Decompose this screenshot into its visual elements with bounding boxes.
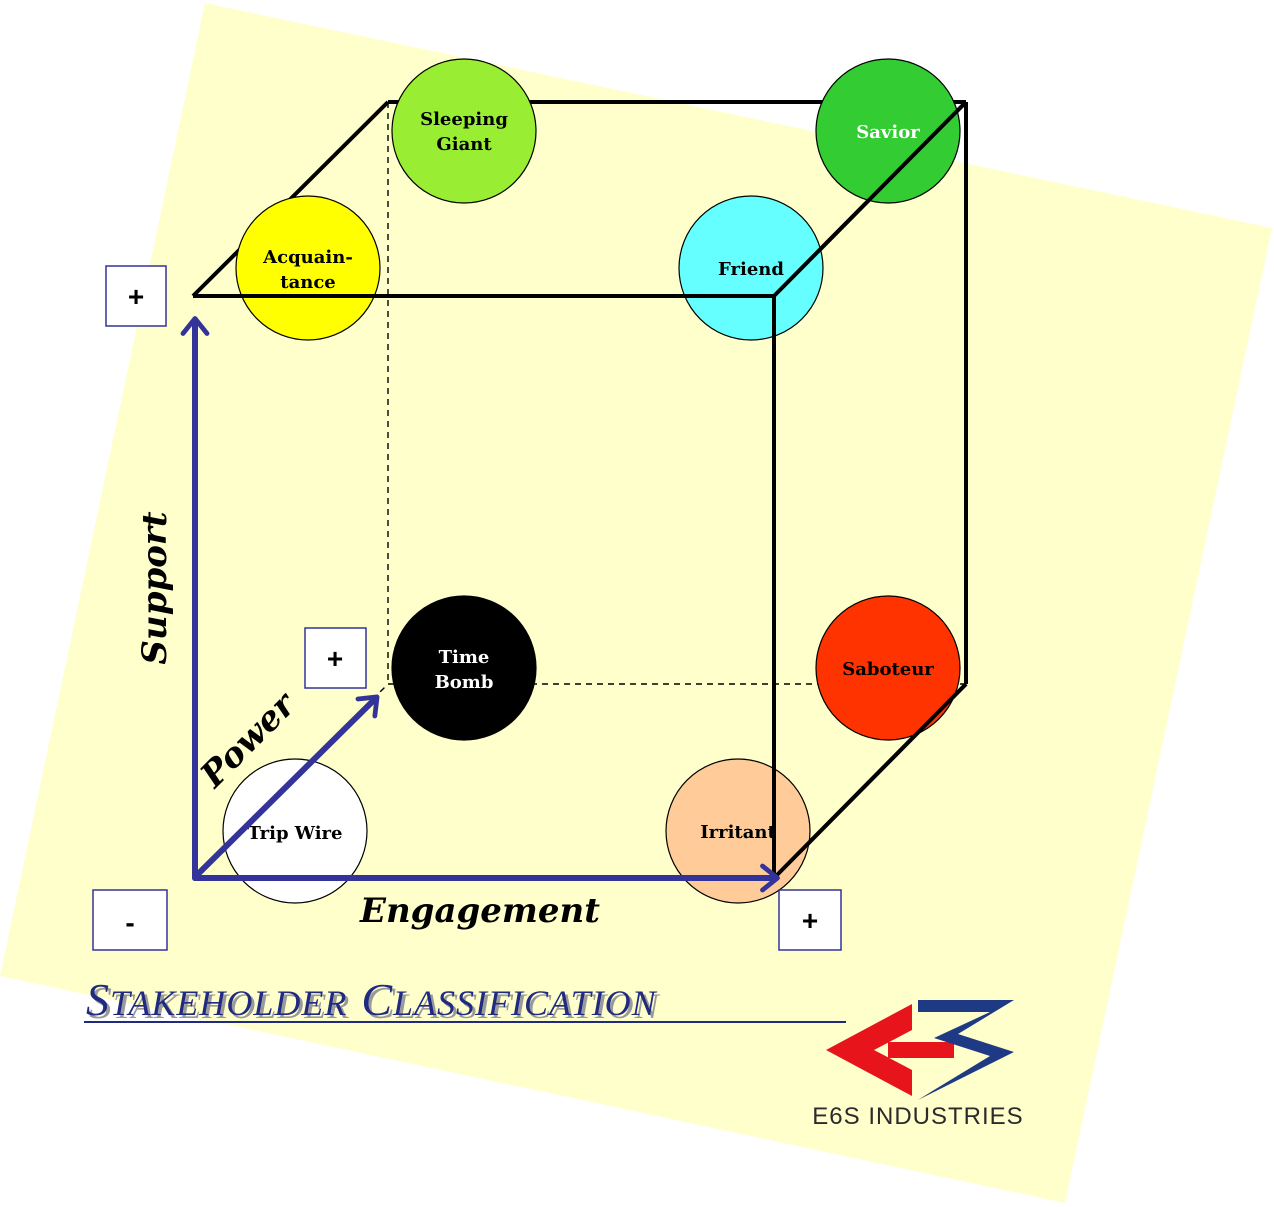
sleeping-giant-label-line1: Sleeping [420, 109, 508, 130]
stakeholder-saboteur: Saboteur [815, 595, 961, 741]
sleeping-giant-label-line2: Giant [436, 134, 492, 155]
acquaintance-circle [235, 195, 381, 341]
acquaintance-label-line1: Acquain- [262, 247, 353, 268]
power-axis-arrow [195, 694, 380, 877]
e6s-logo-icon [826, 1000, 1014, 1100]
power-plus-sign: + [327, 643, 343, 674]
brand-name: E6S INDUSTRIES [812, 1103, 1023, 1130]
origin-minus-sign: - [125, 907, 134, 938]
sleeping-giant-circle [391, 58, 537, 204]
trip-wire-circle [222, 758, 368, 904]
stakeholder-trip-wire: Trip Wire [222, 758, 368, 904]
origin-minus-box: - [92, 889, 168, 951]
time-bomb-label-line1: Time [439, 647, 490, 668]
cube-front-edges [193, 100, 968, 880]
axes [180, 316, 780, 893]
support-axis-label: Support [135, 511, 175, 664]
saboteur-label-line1: Saboteur [842, 659, 934, 680]
time-bomb-circle [391, 595, 537, 741]
engagement-plus-sign: + [802, 905, 818, 936]
savior-label-line1: Savior [856, 122, 920, 143]
time-bomb-label-line2: Bomb [435, 672, 494, 693]
engagement-axis-label: Engagement [359, 891, 600, 931]
support-plus-box: + [105, 265, 167, 327]
engagement-plus-box: + [778, 889, 842, 951]
friend-label-line1: Friend [718, 259, 784, 280]
acquaintance-label-line2: tance [280, 272, 335, 293]
stakeholder-savior: Savior [815, 58, 961, 204]
stakeholder-irritant: Irritant [665, 758, 811, 904]
trip-wire-label-line1: Trip Wire [248, 823, 343, 844]
saboteur-circle [815, 595, 961, 741]
stakeholder-friend: Friend [678, 195, 824, 341]
irritant-label-line1: Irritant [700, 822, 776, 843]
savior-circle [815, 58, 961, 204]
friend-circle [678, 195, 824, 341]
support-plus-sign: + [128, 281, 144, 312]
power-plus-box: + [304, 627, 367, 689]
stakeholder-acquaintance: Acquain-tance [235, 195, 381, 341]
